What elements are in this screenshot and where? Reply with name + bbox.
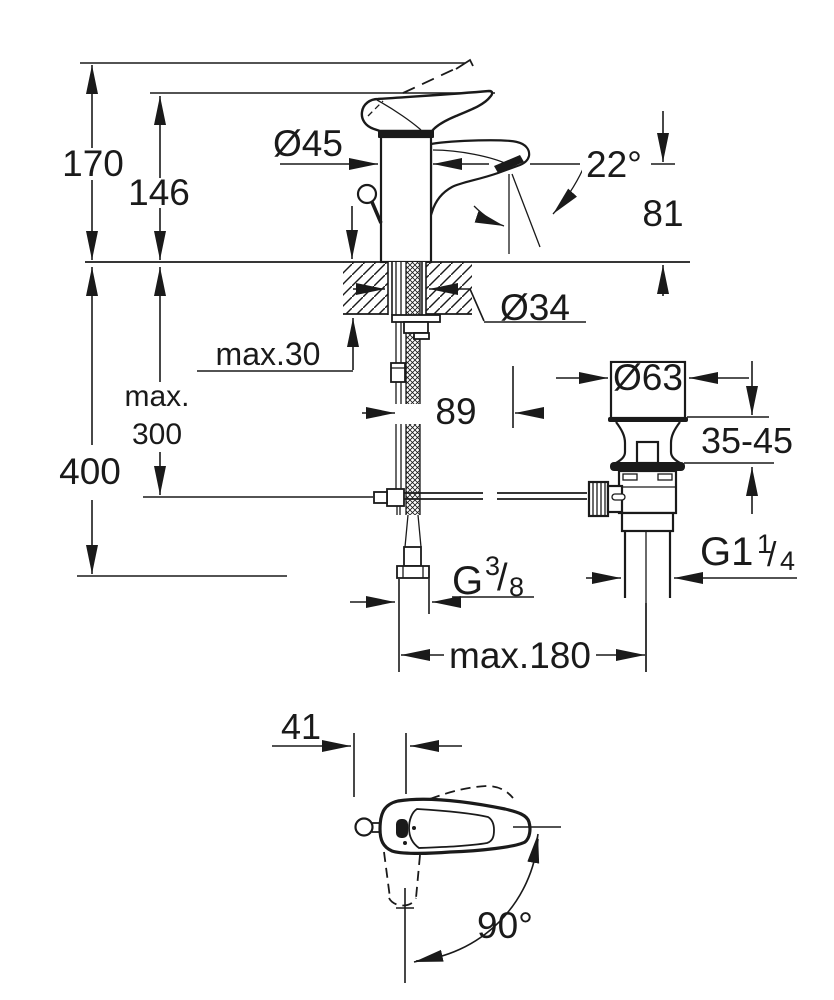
rod-clamp bbox=[373, 488, 405, 515]
waste-thread-label: G1 1 / 4 bbox=[700, 529, 795, 576]
reference-lines bbox=[80, 62, 495, 94]
dim-center-distance-label: max.180 bbox=[449, 635, 591, 676]
supply-thread-slash: / bbox=[497, 557, 508, 599]
top-view: 41 90° bbox=[272, 706, 561, 983]
spout-plan-dashed bbox=[383, 851, 421, 907]
raised-handle-dashes bbox=[402, 58, 474, 94]
supply-hose-fitting bbox=[396, 546, 430, 579]
dim-handle-overhang-label: 41 bbox=[281, 706, 321, 747]
supply-thread-numerator: 3 bbox=[485, 551, 500, 581]
dim-hose-length-label: 400 bbox=[59, 451, 121, 492]
faucet-body bbox=[379, 135, 433, 264]
dim-rod-max-value: 300 bbox=[132, 418, 182, 451]
aerator bbox=[494, 155, 524, 173]
spray-angle-construction bbox=[473, 168, 584, 254]
dim-hole-diameter-label: Ø34 bbox=[500, 287, 570, 328]
waste-thread-numerator: 1 bbox=[757, 529, 772, 559]
pop-up-rod bbox=[390, 262, 406, 489]
pop-up-knob bbox=[356, 183, 383, 224]
dim-clamp-range-label: 35-45 bbox=[701, 420, 793, 461]
dim-spray-angle-label: 22° bbox=[586, 144, 642, 185]
dim-spout-projection-label: 89 bbox=[435, 391, 476, 432]
waste-thread-slash: / bbox=[767, 536, 777, 574]
dim-waste-diameter-label: Ø63 bbox=[613, 357, 683, 398]
dim-spout-height-label: 81 bbox=[642, 193, 683, 234]
threaded-rod-and-hose bbox=[404, 262, 422, 548]
horizontal-linkage-rod bbox=[404, 492, 587, 500]
waste-assembly bbox=[587, 360, 688, 672]
spout bbox=[429, 139, 531, 216]
dim-rod-max-word: max. bbox=[124, 380, 189, 413]
fastening-nut bbox=[391, 314, 441, 340]
supply-thread-denominator: 8 bbox=[509, 572, 524, 602]
handle-rotated-dashes bbox=[429, 785, 514, 800]
waste-tailpipe bbox=[623, 531, 672, 598]
dim-swivel-angle-label: 90° bbox=[477, 905, 533, 946]
dim-deck-thickness-label: max.30 bbox=[216, 336, 321, 372]
dim-body-diameter-label: Ø45 bbox=[273, 123, 343, 164]
supply-thread-label: G 3 / 8 bbox=[452, 551, 524, 603]
handle-plan-outline bbox=[378, 785, 532, 855]
side-view: 170 146 400 max. 300 Ø45 bbox=[58, 58, 798, 676]
waste-body bbox=[617, 469, 678, 515]
pop-up-knob-top bbox=[354, 817, 379, 837]
waste-thread-denominator: 4 bbox=[780, 546, 795, 576]
dim-swivel-angle: 90° bbox=[396, 826, 561, 983]
dimensions: 170 146 400 max. 300 Ø45 bbox=[58, 65, 798, 676]
lever-handle bbox=[360, 89, 494, 133]
supply-thread-g: G bbox=[452, 559, 483, 603]
dim-handle-overhang: 41 bbox=[272, 706, 462, 797]
waste-seal-flange bbox=[610, 462, 685, 471]
dim-total-height-label: 170 bbox=[62, 143, 124, 184]
cartridge-mark bbox=[396, 819, 408, 838]
dim-body-height-label: 146 bbox=[128, 172, 190, 213]
waste-thread-g: G1 bbox=[700, 530, 753, 574]
